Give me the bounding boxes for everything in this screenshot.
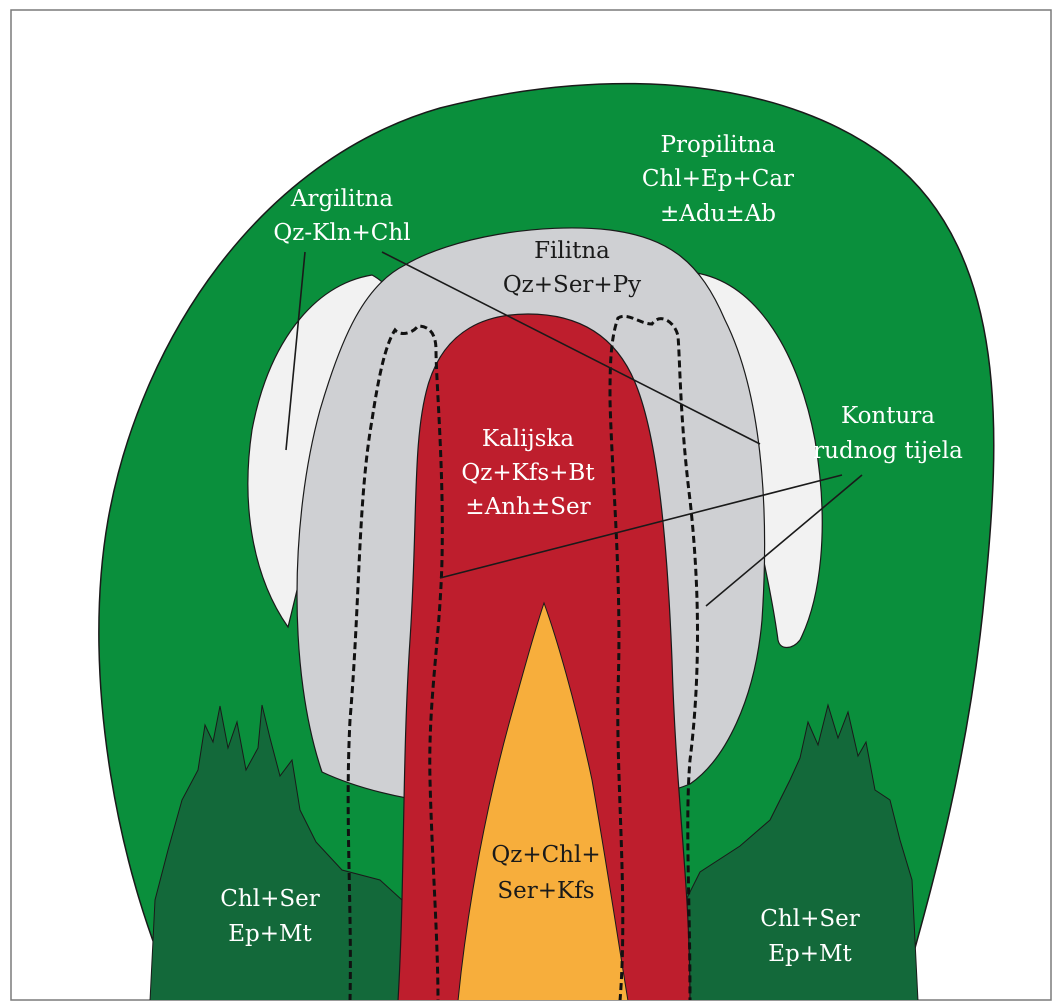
label-potassic-minerals-2: ±Anh±Ser	[465, 494, 590, 520]
label-phyllic-name: Filitna	[534, 238, 610, 264]
label-potassic-name: Kalijska	[482, 426, 574, 452]
label-deep-right-2: Ep+Mt	[768, 941, 852, 967]
label-propylitic-name: Propilitna	[661, 132, 776, 158]
label-potassic-minerals-1: Qz+Kfs+Bt	[461, 460, 595, 486]
label-core-2: Ser+Kfs	[497, 878, 594, 904]
label-argillic-minerals: Qz-Kln+Chl	[273, 220, 410, 246]
label-propylitic-minerals-2: ±Adu±Ab	[660, 201, 776, 227]
label-phyllic-minerals: Qz+Ser+Py	[503, 272, 641, 298]
label-deep-right-1: Chl+Ser	[760, 906, 859, 932]
label-core-1: Qz+Chl+	[491, 842, 600, 868]
label-deep-left-2: Ep+Mt	[228, 921, 312, 947]
label-argillic-name: Argilitna	[290, 186, 393, 212]
label-propylitic-minerals-1: Chl+Ep+Car	[642, 166, 794, 192]
label-deep-left-1: Chl+Ser	[220, 886, 319, 912]
label-ore-body-2: rudnog tijela	[813, 438, 963, 464]
label-ore-body-1: Kontura	[841, 403, 935, 429]
